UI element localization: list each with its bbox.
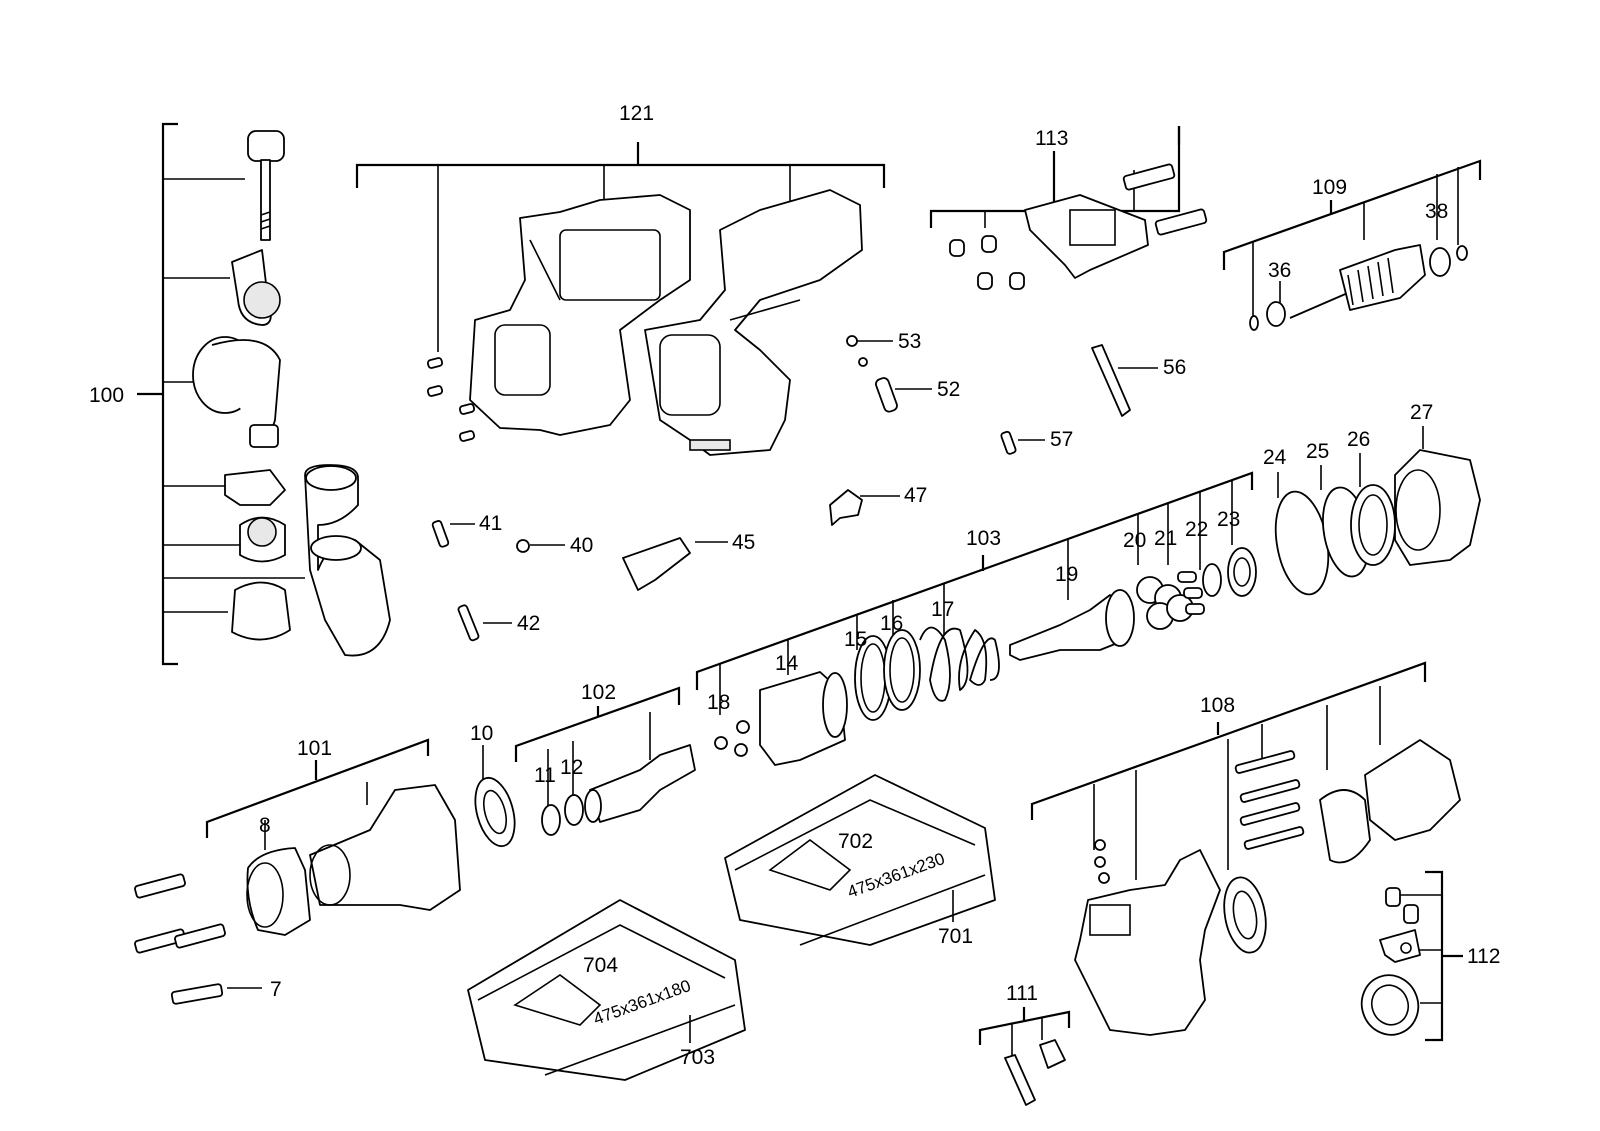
callout-24: 24 [1263,446,1287,469]
callout-17: 17 [931,598,954,621]
callout-26: 26 [1347,428,1370,451]
group-111-bracket [978,1007,1071,1060]
group-111-parts [1004,1039,1066,1106]
callout-57: 57 [1050,428,1073,451]
callout-25: 25 [1306,440,1329,463]
callout-121: 121 [619,102,654,125]
callout-56: 56 [1163,356,1186,379]
case-703 [467,899,746,1081]
callout-15: 15 [844,628,867,651]
callout-11: 11 [534,764,556,787]
callout-23: 23 [1217,508,1240,531]
group-100-bracket [137,122,305,666]
part-10 [474,745,516,848]
callout-53: 53 [898,330,921,353]
group-103-parts [714,547,1257,766]
group-108-bracket [1030,661,1427,880]
callout-108: 108 [1200,694,1235,717]
callout-22: 22 [1185,518,1208,541]
callout-38: 38 [1425,200,1448,223]
group-101-parts [134,784,461,1005]
case-701 [724,774,996,946]
callout-12: 12 [560,756,583,779]
group-113-parts [949,163,1208,290]
housing-pins [426,357,476,442]
callout-112: 112 [1467,945,1500,968]
callout-16: 16 [880,612,903,635]
callout-36: 36 [1268,259,1291,282]
group-102-bracket [514,686,681,808]
callout-111: 111 [1006,982,1038,1005]
callout-20: 20 [1123,529,1146,552]
callout-52: 52 [937,378,960,401]
group-100-parts [192,130,391,657]
rotor-parts [1249,244,1468,331]
callout-701: 701 [938,925,973,948]
callout-27: 27 [1410,401,1433,424]
callout-7: 7 [270,978,282,1001]
callout-100: 100 [89,384,124,407]
group-112-bracket [1398,870,1463,1042]
group-103-bracket [695,471,1254,715]
callout-103: 103 [966,527,1001,550]
group-121-bracket [355,142,886,352]
callout-101: 101 [297,737,332,760]
callout-703: 703 [680,1046,715,1069]
callout-47: 47 [904,484,927,507]
group-108-parts [1074,739,1461,1036]
callout-702: 702 [838,830,873,853]
callout-704: 704 [583,954,618,977]
callout-19: 19 [1055,563,1078,586]
callout-14: 14 [775,652,799,675]
callout-45: 45 [732,531,755,554]
callout-21: 21 [1154,527,1177,550]
callout-10: 10 [470,722,493,745]
callout-42: 42 [517,612,540,635]
small-parts-top [829,335,1158,526]
group-101-bracket [205,738,430,850]
small-parts-mid-left [431,520,728,642]
group-109-bracket [1222,159,1482,318]
callout-40: 40 [570,534,593,557]
group-102-parts [541,744,696,836]
callout-8: 8 [259,814,271,837]
callout-109: 109 [1312,176,1347,199]
parts-24-27 [1274,426,1481,596]
callout-41: 41 [479,512,502,535]
housing-right-half [644,189,863,456]
callout-113: 113 [1035,127,1068,150]
callout-18: 18 [707,691,730,714]
callout-102: 102 [581,681,616,704]
group-112-parts [1360,887,1421,1036]
housing-left-half [469,194,691,436]
